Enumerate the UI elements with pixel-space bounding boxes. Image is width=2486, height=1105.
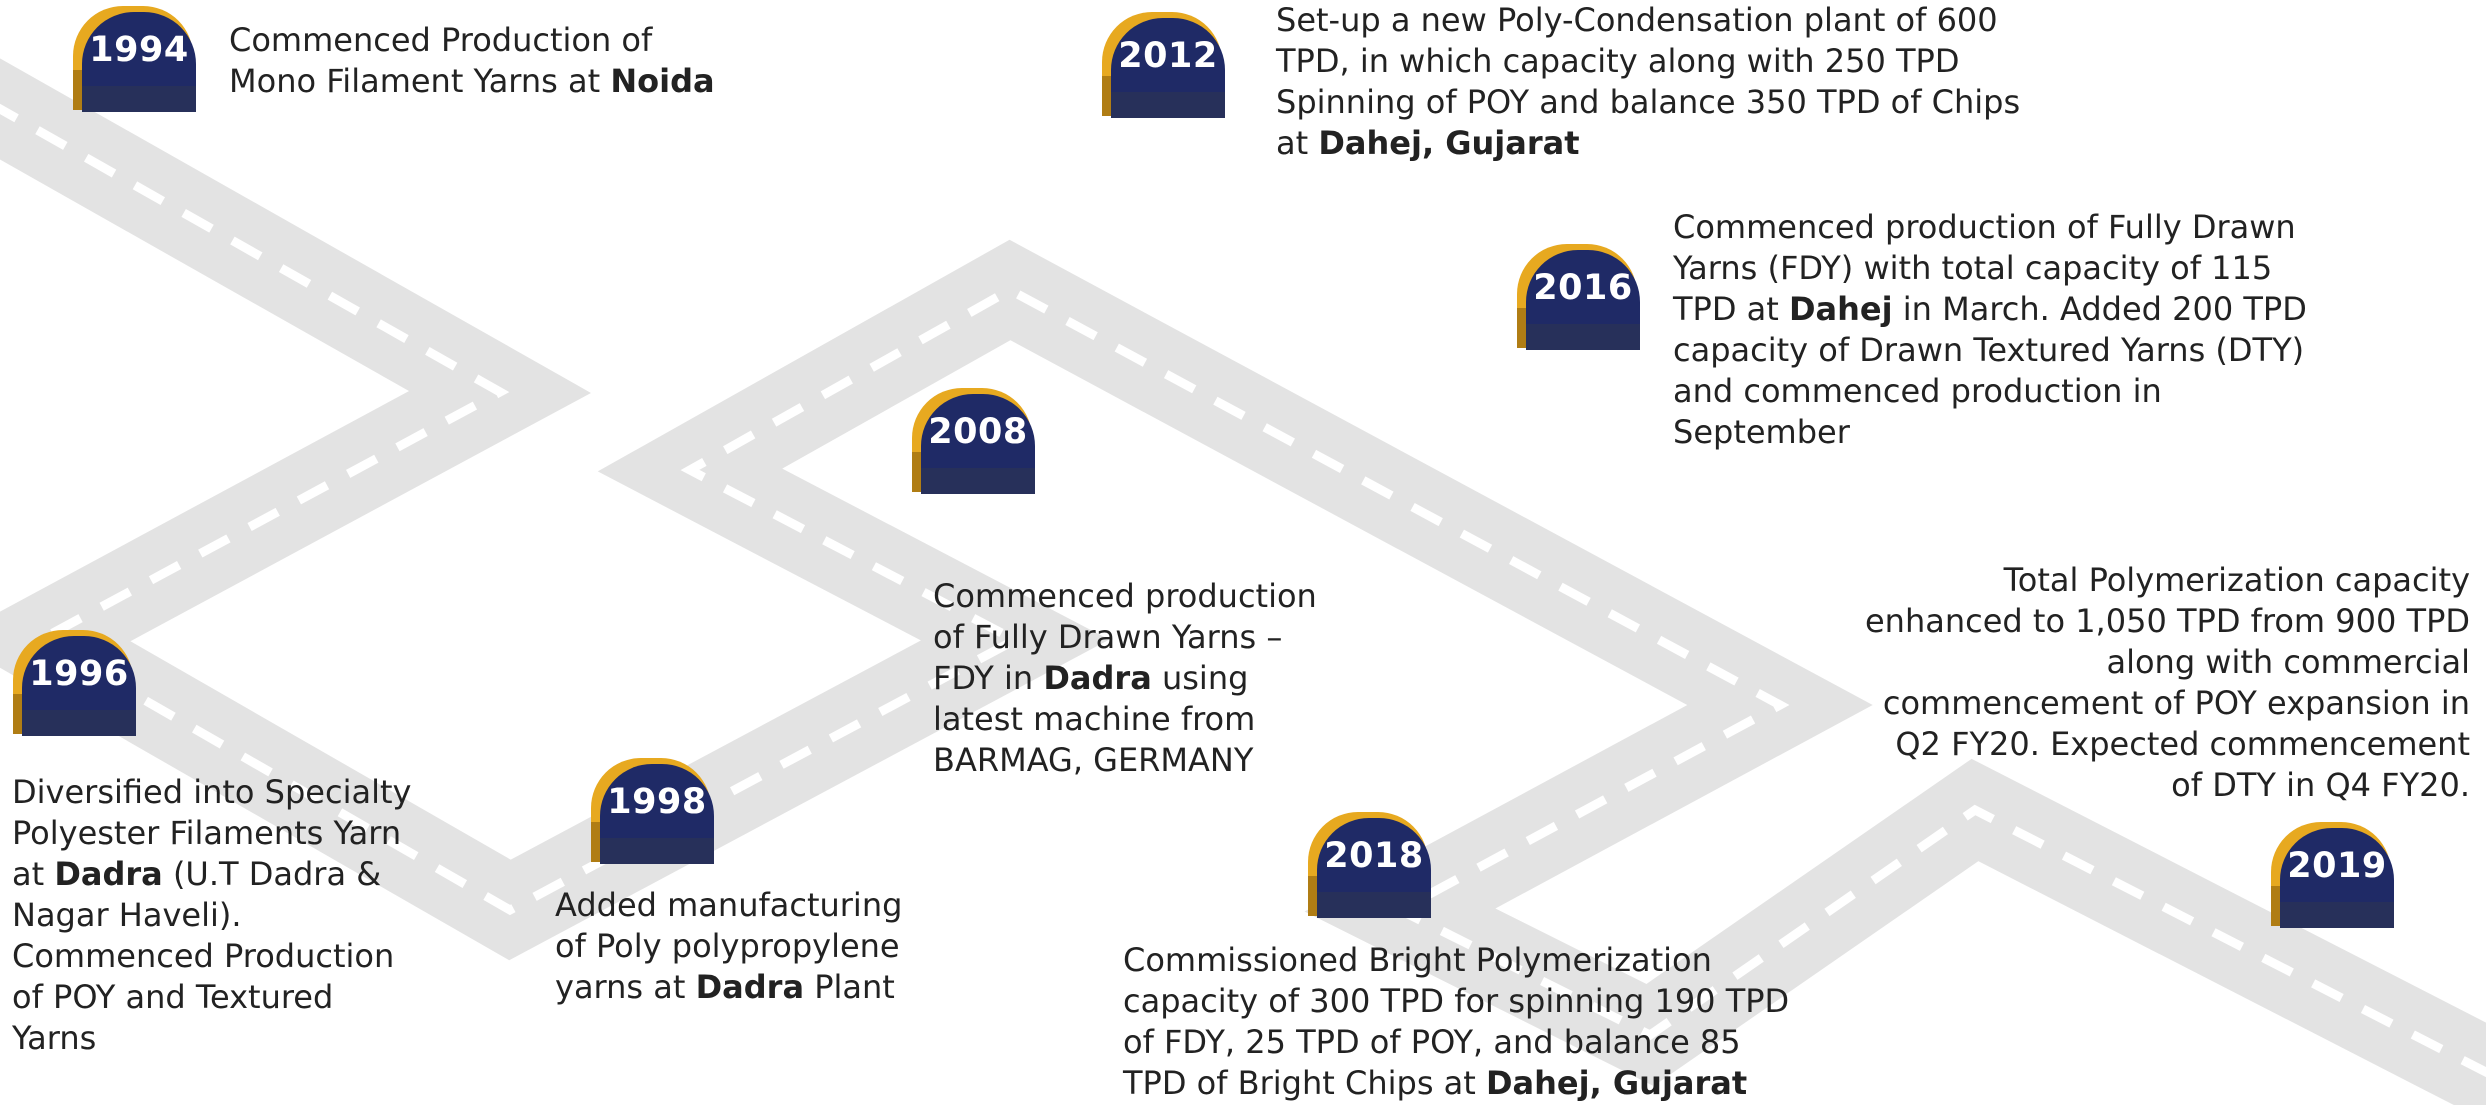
description-text: Commenced production (933, 577, 1317, 615)
description-text: of Poly polypropylene (555, 927, 900, 965)
description-text: September (1673, 413, 1850, 451)
location-highlight: Dahej (1788, 290, 1893, 328)
description-text: capacity of 300 TPD for spinning 190 TPD (1123, 982, 1790, 1020)
year-label: 1994 (89, 30, 189, 70)
description-text: at (1276, 124, 1319, 162)
year-label: 2008 (928, 412, 1028, 452)
location-highlight: Dahej, Gujarat (1485, 1064, 1748, 1102)
year-badge-2008: 2008 (912, 388, 1035, 504)
description-text: Spinning of POY and balance 350 TPD of C… (1276, 83, 2021, 121)
description-text: yarns at (555, 968, 696, 1006)
description-text: Commenced production of Fully Drawn (1673, 208, 2296, 246)
year-label: 1998 (607, 782, 707, 822)
description-text: in March. Added 200 TPD (1892, 290, 2307, 328)
year-label: 2018 (1324, 836, 1424, 876)
description-text: Added manufacturing (555, 886, 903, 924)
year-label: 2016 (1533, 268, 1633, 308)
description-text: using (1151, 659, 1249, 697)
year-badge-2012: 2012 (1102, 12, 1225, 128)
description-text: Set-up a new Poly-Condensation plant of … (1276, 1, 1998, 39)
year-label: 2012 (1118, 36, 1218, 76)
description-text: Commissioned Bright Polymerization (1123, 941, 1712, 979)
description-text: TPD at (1673, 290, 1789, 328)
description-text: Nagar Haveli). (12, 896, 242, 934)
location-highlight: Dadra (1043, 659, 1152, 697)
description-text: capacity of Drawn Textured Yarns (DTY) (1673, 331, 2305, 369)
description-text: Diversified into Specialty (12, 773, 412, 811)
location-highlight: Dahej, Gujarat (1318, 124, 1580, 162)
description-text: along with commercial (2106, 643, 2470, 681)
description-text: Polyester Filaments Yarn (12, 814, 402, 852)
description-text: TPD, in which capacity along with 250 TP… (1276, 42, 1960, 80)
location-highlight: Noida (610, 62, 715, 100)
year-badge-1998: 1998 (591, 758, 714, 874)
road-lane-marking (0, 103, 2486, 1078)
year-badge-2016: 2016 (1517, 244, 1640, 360)
description-text: commencement of POY expansion in (1882, 684, 2470, 722)
description-text: (U.T Dadra & (162, 855, 382, 893)
description-text: TPD of Bright Chips at (1123, 1064, 1486, 1102)
description-text: Q2 FY20. Expected commencement (1895, 725, 2470, 763)
year-badge-2019: 2019 (2271, 822, 2394, 938)
description-text: Total Polymerization capacity (2003, 561, 2470, 599)
description-text: Mono Filament Yarns at (229, 62, 611, 100)
description-text: Yarns (12, 1019, 97, 1057)
location-highlight: Dadra (54, 855, 163, 893)
description-text: and commenced production in (1673, 372, 2162, 410)
description-text: Plant (804, 968, 895, 1006)
location-highlight: Dadra (695, 968, 805, 1006)
year-label: 2019 (2287, 846, 2387, 886)
year-badge-1996: 1996 (13, 630, 136, 746)
description-text: Commenced Production of (229, 21, 653, 59)
description-text: latest machine from (933, 700, 1256, 738)
description-text: at (12, 855, 55, 893)
description-text: of DTY in Q4 FY20. (2171, 766, 2470, 804)
description-text: of Fully Drawn Yarns – (933, 618, 1283, 656)
description-text: FDY in (933, 659, 1044, 697)
description-text: of POY and Textured (12, 978, 334, 1016)
description-text: of FDY, 25 TPD of POY, and balance 85 (1123, 1023, 1741, 1061)
description-text: Yarns (FDY) with total capacity of 115 (1673, 249, 2273, 287)
year-badge-1994: 1994 (73, 6, 196, 122)
year-label: 1996 (29, 654, 129, 694)
milestone-description: Set-up a new Poly-Condensation plant of … (1276, 0, 2076, 164)
description-text: enhanced to 1,050 TPD from 900 TPD (1864, 602, 2470, 640)
description-text: Commenced Production (12, 937, 395, 975)
description-text: BARMAG, GERMANY (933, 741, 1254, 779)
year-badge-2018: 2018 (1308, 812, 1431, 928)
